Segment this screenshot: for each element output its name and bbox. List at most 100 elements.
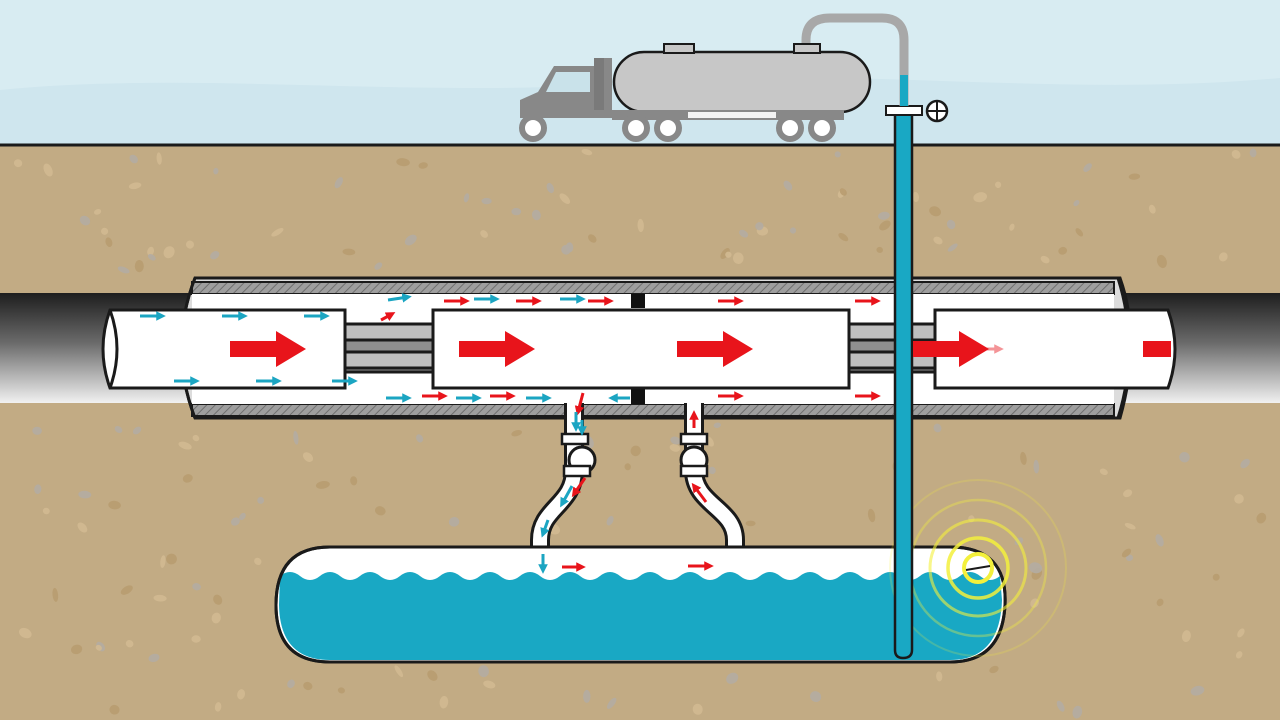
soil-speck [427,670,438,681]
soil-speck [725,251,732,258]
soil-speck [147,246,155,256]
soil-speck [125,639,134,648]
soil-speck [374,262,383,270]
soil-speck [1020,451,1027,465]
soil-speck [163,246,175,259]
soil-speck [933,236,943,245]
soil-speck [559,193,571,204]
soil-speck [211,612,221,624]
soil-speck [257,496,265,504]
soil-speck [973,192,988,203]
soil-speck [1009,223,1015,231]
soil-speck [70,644,83,655]
soil-speck [192,434,200,442]
soil-speck [94,209,102,215]
soil-speck [1083,163,1092,172]
soil-speck [1124,522,1136,530]
soil-speck [1033,459,1040,474]
soil-speck [670,436,681,445]
soil-speck [1212,573,1220,581]
flow-arrow-large-icon [913,331,989,367]
soil-speck [606,697,617,709]
soil-speck [374,506,386,516]
soil-speck [1249,148,1257,158]
soil-speck [789,227,797,234]
soil-speck [483,680,496,689]
soil-speck [114,425,123,434]
soil-speck [834,151,841,158]
soil-speck [191,635,201,643]
soil-speck [334,177,343,189]
soil-speck [342,248,356,256]
flow-arrow-icon [560,485,574,508]
soil-speck [669,444,681,452]
soil-speck [630,445,641,457]
casing-spacer-bottom [631,388,645,404]
soil-speck [101,227,109,235]
soil-speck [448,516,460,527]
soil-speck [739,229,749,238]
soil-speck [254,557,262,566]
vent-valve-icon [925,99,949,123]
soil-speck [726,672,739,684]
soil-speck [147,254,156,261]
soil-speck [185,240,195,249]
soil-speck [210,251,220,260]
soil-speck [120,585,133,595]
soil-speck [337,687,345,694]
soil-speck [239,512,246,521]
soil-speck [1123,489,1133,498]
soil-speck [745,520,756,527]
soil-speck [418,162,428,169]
soil-speck [134,260,144,273]
soil-speck [315,480,330,489]
flow-arrow-large-icon [677,331,753,367]
soil-speck [1128,173,1141,180]
flow-arrow-icon [574,392,585,416]
tank-water [279,572,1002,660]
soil-speck [108,500,121,510]
soil-speck [148,653,160,663]
soil-speck [839,188,847,196]
soil-speck [637,218,644,233]
soil-speck [708,466,716,475]
soil-speck [946,219,956,230]
soil-speck [581,149,593,156]
soil-speck [213,167,219,175]
soil-speck [166,553,177,565]
soil-speck [1156,598,1164,607]
soil-speck [182,474,193,483]
valve-icon [679,432,709,478]
flow-arrow-large-icon [230,331,306,367]
soil-speck [989,665,999,674]
soil-speck [1235,651,1243,659]
soil-speck [531,209,541,221]
soil-speck [511,207,522,216]
flow-arrow-icon [571,477,587,498]
soil-speck [878,211,890,220]
soil-speck [583,689,591,703]
soil-speck [480,230,489,238]
soil-speck [1056,700,1065,712]
soil-speck [1218,252,1228,262]
soil-speck [42,507,50,515]
soil-speck [271,228,284,237]
soil-speck [32,426,42,435]
soil-speck [237,689,246,700]
soil-speck [1030,598,1039,608]
soil-speck [416,434,424,443]
soil-speck [105,237,113,247]
soil-speck [77,522,88,533]
soil-speck [478,665,489,678]
soil-speck [132,426,142,435]
soil-speck [156,152,162,165]
flow-arrow-icon [387,293,412,303]
soil-speck [78,490,92,499]
soil-speck [303,681,313,691]
soil-speck [481,197,492,205]
soil-speck [1125,554,1134,562]
soil-speck [511,430,523,437]
soil-speck [439,695,449,709]
drain-line-right [679,403,745,552]
